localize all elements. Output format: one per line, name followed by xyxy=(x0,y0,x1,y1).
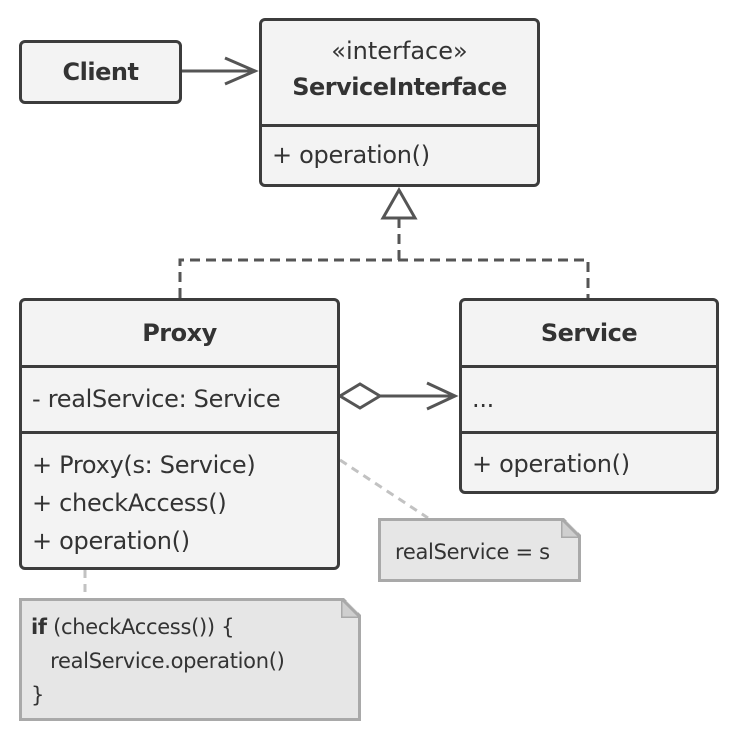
proxy-method-checkaccess: + checkAccess() xyxy=(32,489,227,517)
service-interface-methods: + operation() xyxy=(262,124,537,184)
client-class: Client xyxy=(19,40,182,104)
service-fields: ... xyxy=(462,365,716,431)
realization-triangle xyxy=(380,186,418,220)
proxy-header: Proxy xyxy=(22,301,337,365)
operation-note-code: if (checkAccess()) { realService.operati… xyxy=(22,601,358,712)
code-line-2: realService.operation() xyxy=(31,649,285,673)
proxy-class: Proxy - realService: Service + Proxy(s: … xyxy=(19,298,340,570)
code-keyword-if: if xyxy=(31,615,47,639)
service-field-ellipsis: ... xyxy=(472,385,494,413)
service-header: Service xyxy=(462,301,716,365)
note-fold-corner xyxy=(341,598,361,618)
service-interface-class: «interface» ServiceInterface + operation… xyxy=(259,18,540,187)
realization-branch xyxy=(178,258,590,298)
proxy-class-name: Proxy xyxy=(142,319,217,347)
proxy-methods: + Proxy(s: Service) + checkAccess() + op… xyxy=(22,431,337,567)
interface-stereotype: «interface» xyxy=(331,37,468,65)
code-line-1-rest: (checkAccess()) { xyxy=(46,615,235,639)
client-to-interface-arrowhead xyxy=(224,56,259,86)
constructor-note-text: realService = s xyxy=(395,540,550,564)
interface-method-operation: + operation() xyxy=(272,141,430,169)
client-class-name: Client xyxy=(62,58,139,86)
proxy-fields: - realService: Service xyxy=(22,365,337,431)
service-class: Service ... + operation() xyxy=(459,298,719,494)
service-class-name: Service xyxy=(540,319,638,347)
proxy-method-constructor: + Proxy(s: Service) xyxy=(32,451,256,479)
code-line-1: if (checkAccess()) { xyxy=(31,610,358,644)
service-method-operation: + operation() xyxy=(472,450,630,478)
constructor-note-anchor xyxy=(339,458,429,520)
service-interface-name: ServiceInterface xyxy=(292,73,507,101)
proxy-field-realservice: - realService: Service xyxy=(32,385,281,413)
constructor-note: realService = s xyxy=(378,518,581,582)
aggregation-diamond xyxy=(337,382,383,410)
proxy-method-operation: + operation() xyxy=(32,527,190,555)
aggregation-arrowhead xyxy=(426,381,459,411)
note-fold-corner xyxy=(561,518,581,538)
code-line-3: } xyxy=(31,683,45,707)
service-methods: + operation() xyxy=(462,431,716,491)
operation-note: if (checkAccess()) { realService.operati… xyxy=(19,598,361,721)
service-interface-header: «interface» ServiceInterface xyxy=(262,21,537,124)
